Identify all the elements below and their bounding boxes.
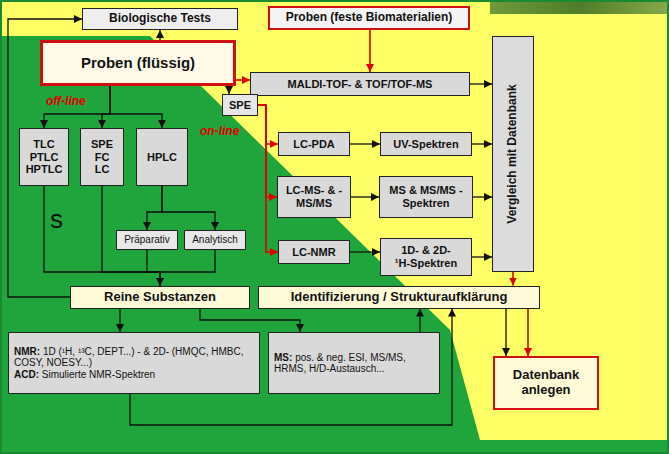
connector <box>350 143 380 144</box>
connector <box>200 309 300 333</box>
node-text: LC-PDA <box>293 138 335 151</box>
method-list-box: NMR: 1D (¹H, ¹³C, DEPT...) - & 2D- (HMQC… <box>8 332 260 394</box>
method-box: SPE <box>222 94 258 116</box>
connector <box>236 79 250 81</box>
connector <box>472 256 492 257</box>
result-box: 1D- & 2D- ¹H-Spektren <box>380 238 472 276</box>
connector <box>147 186 162 230</box>
photo-strip <box>490 0 669 14</box>
method-box: MALDI-TOF- & TOF/TOF-MS <box>250 72 470 96</box>
node-text: Identifizierung / Strukturaufklärung <box>291 290 508 305</box>
sample-box: Proben (feste Biomaterialien) <box>268 6 470 30</box>
connector <box>102 86 110 128</box>
node-text: Proben (feste Biomaterialien) <box>286 11 453 25</box>
connector <box>505 309 506 357</box>
method-list-box: MS: pos. & neg. ESI, MS/MS, HRMS, H/D-Au… <box>268 332 440 394</box>
node-text: MS & MS/MS -Spektren <box>384 184 468 209</box>
node-text: 1D- & 2D- ¹H-Spektren <box>394 244 458 269</box>
method-box: LC-PDA <box>278 132 350 156</box>
method-box: TLC PTLC HPTLC <box>19 128 69 186</box>
node-text: Reine Substanzen <box>104 290 216 305</box>
offline-label: off-line <box>46 94 86 108</box>
connector <box>159 30 160 40</box>
node-text: MALDI-TOF- & TOF/TOF-MS <box>288 78 433 91</box>
node-text: 1D (¹H, ¹³C, DEPT...) - & 2D- (HMQC, HMB… <box>14 346 243 369</box>
mode-box: Analytisch <box>184 230 246 250</box>
mode-box: Präparativ <box>116 230 178 250</box>
node-text: HPLC <box>147 151 177 164</box>
database-box: Vergleich mit Datenbank <box>492 36 534 272</box>
node-text: UV-Spektren <box>393 138 458 151</box>
text-line: NMR: 1D (¹H, ¹³C, DEPT...) - & 2D- (HMQC… <box>14 346 254 369</box>
text-line: MS: pos. & neg. ESI, MS/MS, HRMS, H/D-Au… <box>274 352 434 375</box>
connector <box>369 30 371 72</box>
connector <box>350 251 380 252</box>
connector <box>351 196 379 197</box>
connector <box>473 196 492 197</box>
node-text: Vergleich mit Datenbank <box>506 84 520 223</box>
connector <box>419 309 420 333</box>
connector <box>119 309 120 333</box>
node-text: ACD: <box>14 369 39 380</box>
method-box: HPLC <box>136 128 188 186</box>
result-box: MS & MS/MS -Spektren <box>379 176 473 218</box>
node-text: Datenbank anlegen <box>499 368 593 398</box>
method-box: LC-NMR <box>278 240 350 264</box>
node-text: MS: <box>274 352 292 363</box>
node-text: Analytisch <box>192 234 238 246</box>
connector <box>512 272 514 286</box>
database-box: Datenbank anlegen <box>493 356 599 410</box>
result-box: Identifizierung / Strukturaufklärung <box>258 286 540 309</box>
node-text: LC-NMR <box>292 246 335 259</box>
sample-box: Proben (flüssig) <box>40 40 236 86</box>
node-text: NMR: <box>14 346 40 357</box>
connector <box>44 86 110 128</box>
green-ground <box>0 36 669 454</box>
node-text: TLC PTLC HPTLC <box>24 138 64 176</box>
node-text: Proben (flüssig) <box>81 54 195 71</box>
node-text: LC-MS- & -MS/MS <box>282 184 346 209</box>
text-line: ACD: Simulierte NMR-Spektren <box>14 369 254 381</box>
connector <box>472 143 492 144</box>
node-text: Präparativ <box>124 234 170 246</box>
connector <box>162 186 215 230</box>
connector <box>258 105 277 197</box>
node-text: SPE <box>229 99 251 112</box>
connector <box>228 86 229 94</box>
cut-letter: s <box>50 204 63 235</box>
connector <box>147 250 160 286</box>
result-box: UV-Spektren <box>380 132 472 156</box>
test-box: Biologische Tests <box>82 8 238 30</box>
node-text: SPE FC LC <box>88 138 116 176</box>
connector <box>160 250 215 286</box>
connector <box>258 105 278 252</box>
result-box: Reine Substanzen <box>70 286 250 309</box>
connector <box>110 86 162 128</box>
connector <box>258 105 278 144</box>
method-box: SPE FC LC <box>80 128 124 186</box>
online-label: on-line <box>200 124 239 138</box>
connector <box>470 83 492 84</box>
method-box: LC-MS- & -MS/MS <box>277 176 351 218</box>
node-text: Biologische Tests <box>109 12 211 26</box>
node-text: pos. & neg. ESI, MS/MS, HRMS, H/D-Austau… <box>274 352 406 375</box>
connector <box>527 309 529 357</box>
node-text: Simulierte NMR-Spektren <box>42 369 155 380</box>
